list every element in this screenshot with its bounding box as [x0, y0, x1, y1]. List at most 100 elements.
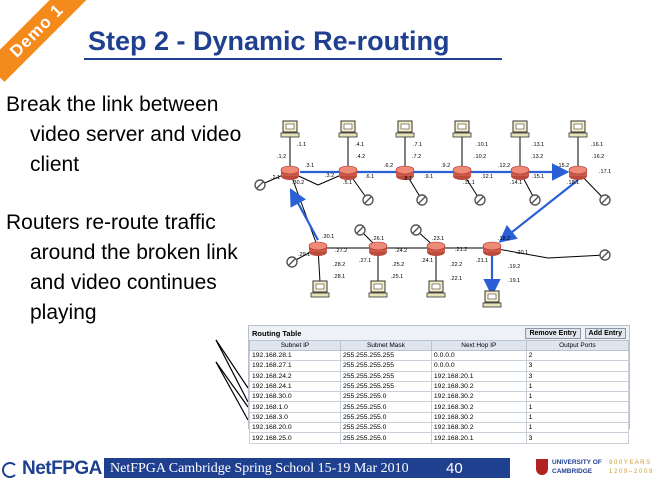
router-icon — [510, 165, 530, 181]
network-diagram: .1.1.1.2.3.1.2.1.30.2.4.1.4.2.3.2.5.1.6.… — [215, 120, 611, 421]
table-cell[interactable]: 1 — [525, 401, 630, 413]
table-cell[interactable]: 192.168.30.2 — [430, 422, 527, 434]
table-cell[interactable]: 192.168.20.0 — [249, 422, 341, 434]
table-cell[interactable]: 192.168.30.2 — [430, 411, 527, 424]
ip-label: .30.2 — [292, 180, 304, 186]
ip-label: .12.1 — [481, 174, 493, 180]
table-cell[interactable]: 192.168.24.1 — [249, 380, 341, 393]
router-icon — [368, 241, 388, 257]
table-cell[interactable]: 255.255.255.255 — [339, 370, 432, 382]
table-cell[interactable]: 192.168.30.2 — [430, 380, 527, 393]
table-cell[interactable]: 3 — [525, 360, 630, 372]
router-icon — [452, 165, 472, 181]
blocked-icon — [362, 194, 374, 206]
ip-label: .5.1 — [343, 180, 352, 186]
bullet-list: Break the link between video server and … — [6, 90, 246, 328]
table-cell[interactable]: 255.255.255.255 — [339, 360, 432, 372]
table-cell[interactable]: 192.168.25.0 — [249, 432, 341, 444]
ip-label: .13.1 — [532, 142, 544, 148]
ip-label: .22.2 — [450, 262, 462, 268]
slide-title: Step 2 - Dynamic Re-routing — [88, 26, 450, 56]
blocked-icon — [474, 194, 486, 206]
ip-label: .7.2 — [412, 154, 421, 160]
table-cell[interactable]: 192.168.1.0 — [249, 401, 341, 413]
ip-label: .21.1 — [476, 258, 488, 264]
table-cell[interactable]: 192.168.20.1 — [430, 370, 527, 382]
desktop-icon — [395, 120, 415, 138]
router-icon — [280, 165, 300, 181]
footer-event: NetFPGA Cambridge Spring School 15-19 Ma… — [110, 461, 409, 476]
ip-label: .26.1 — [372, 236, 384, 242]
table-cell[interactable]: 255.255.255.255 — [339, 380, 432, 393]
ip-label: .25.2 — [392, 262, 404, 268]
netfpga-logo: NetFPGA — [22, 458, 102, 479]
ip-label: .3.2 — [325, 173, 334, 179]
table-cell[interactable]: 192.168.27.1 — [249, 360, 341, 372]
routing-table-panel: Routing Table Remove Entry Add Entry Sub… — [248, 325, 630, 444]
table-cell[interactable]: 0.0.0.0 — [430, 349, 527, 362]
table-cell[interactable]: 192.168.30.2 — [430, 391, 527, 403]
table-cell[interactable]: 192.168.28.1 — [249, 349, 341, 362]
title-underline — [84, 58, 502, 60]
table-cell[interactable]: 0.0.0.0 — [430, 360, 527, 372]
table-cell[interactable]: 1 — [525, 380, 630, 393]
table-cell[interactable]: 1 — [525, 391, 630, 403]
ip-label: .15.1 — [532, 174, 544, 180]
ip-label: .9.1 — [424, 174, 433, 180]
table-cell[interactable]: 192.168.24.2 — [249, 370, 341, 382]
ip-label: .17.1 — [599, 169, 611, 175]
ip-label: .30.1 — [322, 234, 334, 240]
table-cell[interactable]: 192.168.3.0 — [249, 411, 341, 424]
table-cell[interactable]: 3 — [525, 370, 630, 382]
column-header[interactable]: Subnet IP — [249, 340, 341, 351]
router-icon — [568, 165, 588, 181]
desktop-icon — [310, 280, 330, 298]
table-cell[interactable]: 1 — [525, 411, 630, 424]
table-cell[interactable]: 255.255.255.0 — [339, 401, 432, 413]
ip-label: .28.1 — [333, 274, 345, 280]
column-header[interactable]: Subnet Mask — [339, 340, 432, 351]
add-entry-button[interactable]: Add Entry — [584, 327, 626, 339]
ip-label: .10.2 — [474, 154, 486, 160]
blocked-icon — [599, 194, 611, 206]
ip-label: .18.1 — [567, 180, 579, 186]
table-cell[interactable]: 192.168.30.0 — [249, 391, 341, 403]
ip-label: .13.2 — [531, 154, 543, 160]
ip-label: .1.2 — [277, 154, 286, 160]
table-cell[interactable]: 255.255.255.0 — [339, 411, 432, 424]
table-cell[interactable]: 3 — [525, 432, 630, 444]
ip-label: .28.2 — [333, 262, 345, 268]
table-cell[interactable]: 255.255.255.0 — [339, 422, 432, 434]
ip-label: .4.2 — [356, 154, 365, 160]
table-cell[interactable]: 1 — [525, 422, 630, 434]
table-cell[interactable]: 192.168.30.2 — [430, 401, 527, 413]
column-header[interactable]: Output Ports — [525, 340, 630, 351]
blocked-icon — [354, 224, 366, 236]
ip-label: .21.2 — [455, 247, 467, 253]
router-icon — [426, 241, 446, 257]
ip-label: .22.1 — [450, 276, 462, 282]
ip-label: .24.2 — [395, 248, 407, 254]
column-header[interactable]: Next Hop IP — [430, 340, 527, 351]
table-cell[interactable]: 255.255.255.255 — [339, 349, 432, 362]
table-cell[interactable]: 2 — [525, 349, 630, 362]
table-cell[interactable]: 192.168.20.1 — [430, 432, 527, 444]
bullet-item: Break the link between video server and … — [6, 93, 242, 176]
table-cell[interactable]: 255.255.255.0 — [339, 432, 432, 444]
ip-label: .29.1 — [298, 252, 310, 258]
page-number: 40 — [446, 460, 463, 477]
table-cell[interactable]: 255.255.255.0 — [339, 391, 432, 403]
ip-label: .24.1 — [421, 258, 433, 264]
remove-entry-button[interactable]: Remove Entry — [525, 327, 581, 339]
